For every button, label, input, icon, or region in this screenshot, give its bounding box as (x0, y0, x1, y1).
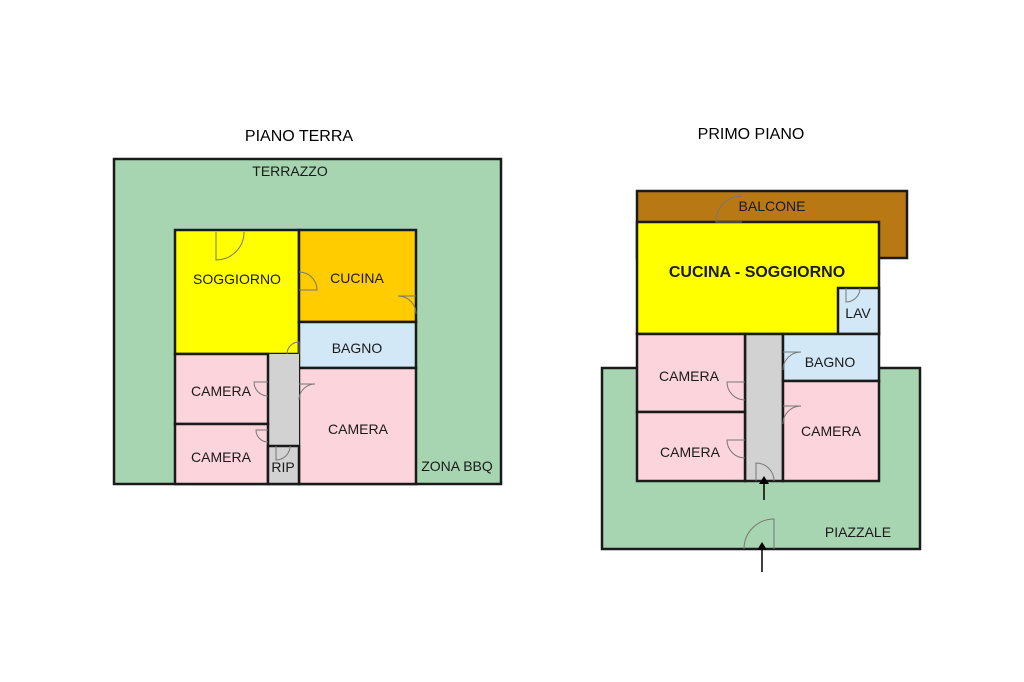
door-arc (726, 439, 746, 459)
label-rip: RIP (271, 459, 294, 475)
first-bagno (781, 332, 881, 383)
entrance-arrow-icon (757, 542, 767, 572)
label-cucina: CUCINA (330, 270, 384, 286)
first-camera-right (781, 379, 881, 483)
ground-camera-large (297, 366, 418, 486)
ground-soggiorno (173, 228, 301, 356)
door-arc (397, 295, 417, 315)
label-camera: CAMERA (659, 368, 720, 384)
door-arc (298, 383, 316, 401)
door-arc (743, 518, 775, 550)
first-corridor (743, 332, 785, 483)
label-cucina-soggiorno: CUCINA - SOGGIORNO (669, 264, 845, 281)
door-arc (275, 445, 291, 461)
door-arc (845, 287, 861, 303)
door-arc (255, 429, 269, 443)
label-zona-bbq: ZONA BBQ (421, 458, 493, 474)
first-floor: BALCONE CUCINA - SOGGIORNO LAV BAGNO CAM… (600, 189, 922, 572)
label-lav: LAV (845, 305, 871, 321)
door-arc (755, 462, 775, 482)
label-bagno: BAGNO (332, 340, 383, 356)
first-floor-title: PRIMO PIANO (698, 126, 805, 143)
label-camera: CAMERA (801, 423, 862, 439)
ground-cucina (297, 228, 418, 324)
entrance-arrow-icon (759, 476, 769, 500)
label-camera: CAMERA (191, 449, 252, 465)
door-arc (782, 405, 802, 425)
label-bagno: BAGNO (805, 354, 856, 370)
door-arc (715, 195, 743, 223)
door-arc (726, 381, 746, 401)
door-arc (298, 271, 318, 291)
ground-camera-bottom (173, 422, 270, 486)
door-arc (253, 381, 269, 397)
label-camera: CAMERA (328, 421, 389, 437)
label-soggiorno: SOGGIORNO (193, 271, 281, 287)
first-camera-bottom-left (635, 410, 747, 483)
label-terrazzo: TERRAZZO (252, 163, 328, 179)
ground-floor: TERRAZZO SOGGIORNO CUCINA BAGNO CAMERA C… (112, 157, 503, 486)
label-piazzale: PIAZZALE (825, 524, 891, 540)
door-arc (782, 351, 802, 371)
ground-corridor (268, 354, 299, 446)
label-camera: CAMERA (191, 383, 252, 399)
door-arc (215, 231, 245, 261)
ground-rip (266, 444, 301, 486)
label-camera: CAMERA (660, 444, 721, 460)
label-balcone: BALCONE (739, 198, 806, 214)
door-arc (286, 341, 300, 355)
ground-floor-title: PIANO TERRA (245, 128, 354, 145)
